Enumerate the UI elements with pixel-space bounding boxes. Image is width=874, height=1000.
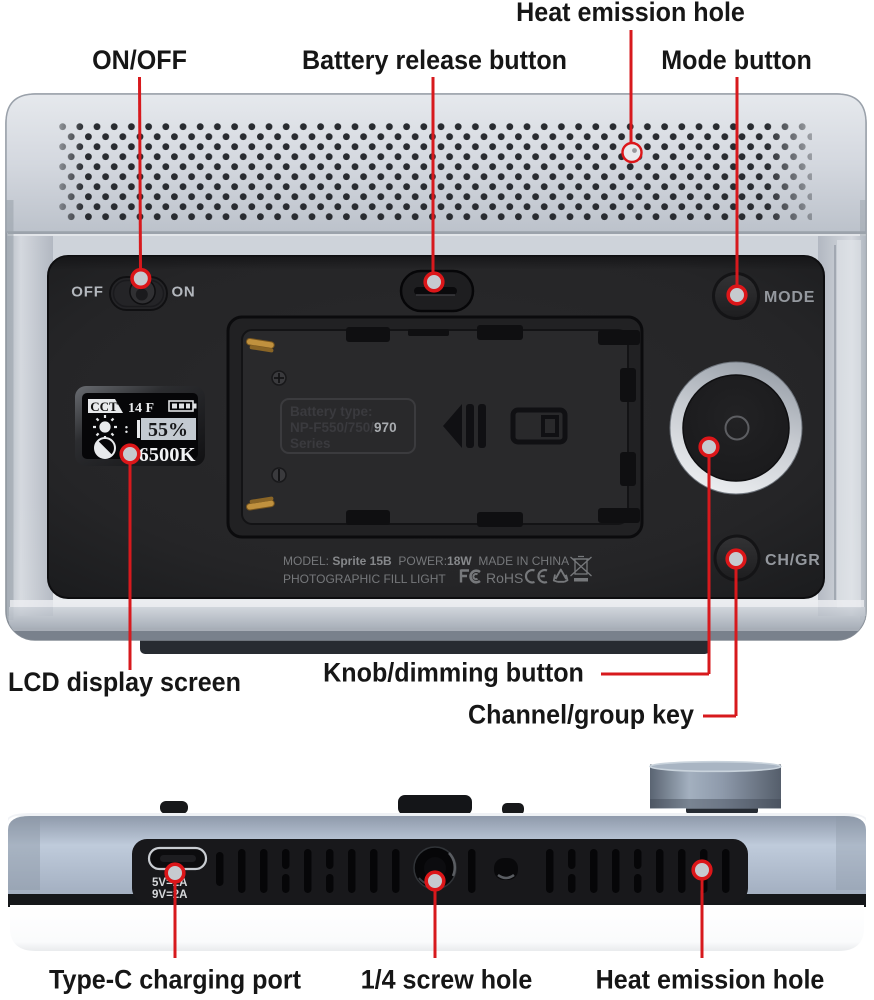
svg-text:Battery release button: Battery release button <box>302 44 567 75</box>
svg-text:6500K: 6500K <box>139 444 196 466</box>
svg-text:RoHS: RoHS <box>486 570 523 586</box>
svg-text:NP-F550/750/970: NP-F550/750/970 <box>290 420 397 435</box>
svg-text:ON/OFF: ON/OFF <box>92 44 187 75</box>
svg-text:MODEL: Sprite 15B POWER:18W: MODEL: Sprite 15B POWER:18W MADE IN CHIN… <box>283 554 569 568</box>
svg-text:Series: Series <box>290 436 331 451</box>
svg-text:Heat emission hole: Heat emission hole <box>516 0 745 27</box>
svg-text:MODE: MODE <box>764 289 815 306</box>
svg-text::: : <box>124 421 129 437</box>
svg-text:Channel/group key: Channel/group key <box>468 699 694 730</box>
svg-text:14 F: 14 F <box>128 401 154 416</box>
svg-text:ON: ON <box>171 284 195 301</box>
svg-text:1/4 screw hole: 1/4 screw hole <box>361 964 533 995</box>
svg-text:LCD display screen: LCD display screen <box>8 666 241 697</box>
svg-text:Battery type:: Battery type: <box>290 404 373 419</box>
svg-text:9V=2A: 9V=2A <box>152 889 187 901</box>
svg-text:OFF: OFF <box>71 284 103 301</box>
svg-text:CH/GR: CH/GR <box>765 552 821 569</box>
svg-text:55%: 55% <box>148 419 188 441</box>
svg-text:PHOTOGRAPHIC FILL LIGHT: PHOTOGRAPHIC FILL LIGHT <box>283 572 446 586</box>
svg-text:Heat emission hole: Heat emission hole <box>596 964 825 995</box>
svg-text:Mode button: Mode button <box>661 44 812 75</box>
svg-text:CCT: CCT <box>90 399 118 414</box>
svg-text:Type-C charging port: Type-C charging port <box>49 964 301 995</box>
svg-text:Knob/dimming button: Knob/dimming button <box>323 657 584 688</box>
